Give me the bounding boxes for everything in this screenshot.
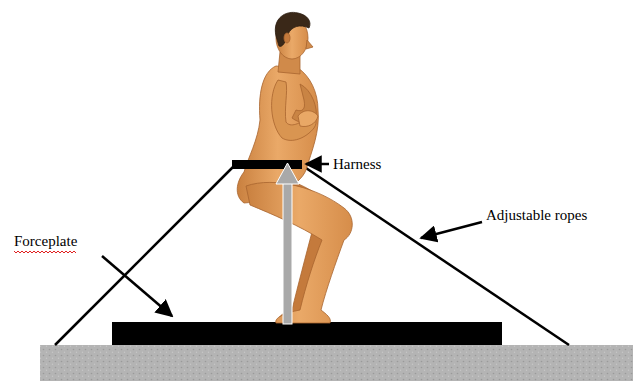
rope: [55, 164, 236, 345]
harness: [232, 160, 302, 169]
leader-arrow: [102, 256, 172, 316]
leader-arrow: [421, 222, 482, 238]
forceplate: [112, 322, 502, 345]
part-label: Adjustable ropes: [486, 206, 587, 224]
part-label: Forceplate: [14, 232, 77, 250]
part-label: Harness: [333, 155, 381, 173]
leader-arrow: [306, 163, 329, 166]
spellcheck-underline: [14, 251, 76, 253]
ground: [40, 345, 633, 381]
force-arrow: [276, 163, 299, 324]
rope: [300, 164, 569, 345]
